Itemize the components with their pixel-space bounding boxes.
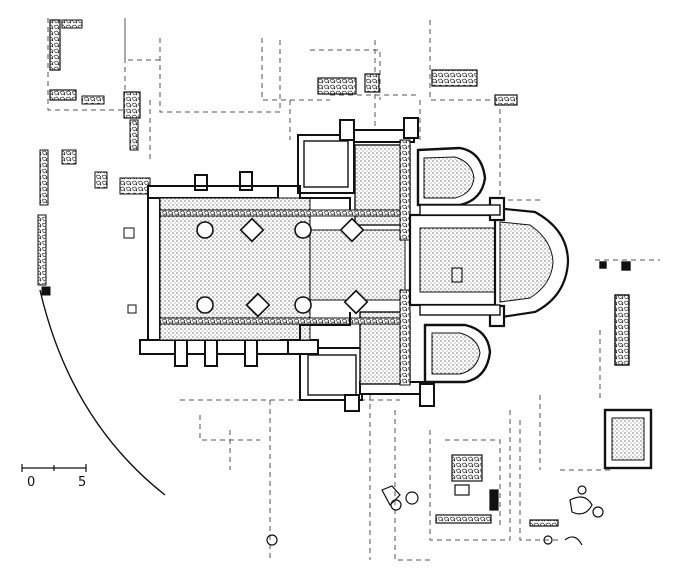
arc-boundary-line <box>39 289 166 496</box>
scale-label-end: 5 <box>78 475 87 490</box>
church-main-walls <box>139 117 435 412</box>
top-wall-fragments <box>317 69 518 106</box>
scattered-remains <box>266 454 604 546</box>
arcade-walls <box>159 139 411 386</box>
left-wall-fragments <box>37 19 151 314</box>
scale-label-start: 0 <box>27 475 36 490</box>
transept-walls <box>160 185 351 341</box>
dashed-outline-traces <box>47 18 660 561</box>
choir-and-main-apse <box>408 196 570 328</box>
nave-piers <box>196 217 369 318</box>
right-wall-fragments <box>599 261 653 470</box>
scale-bar <box>21 464 87 472</box>
